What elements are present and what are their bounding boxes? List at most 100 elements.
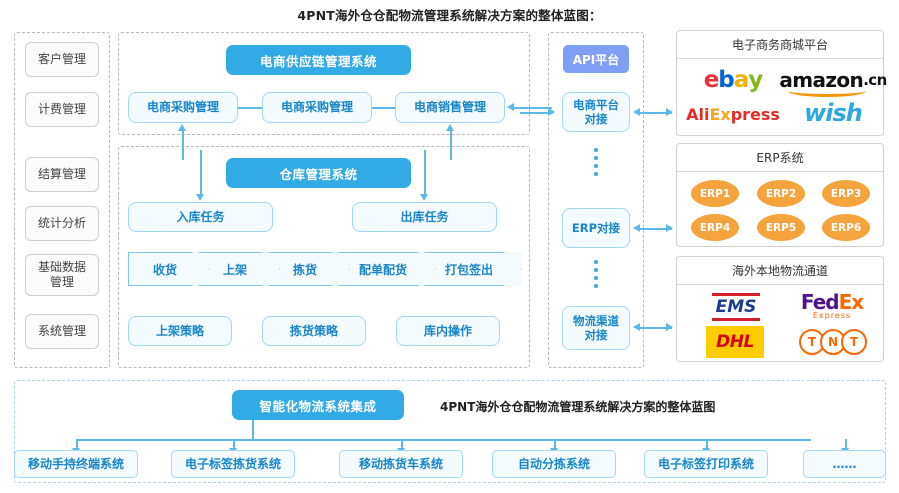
sidebar-item-settlement[interactable]: 结算管理 <box>25 157 99 192</box>
aliexpress-ex: Ex <box>709 104 731 124</box>
box-label: 入库任务 <box>176 209 225 224</box>
aliexpress-press: press <box>730 104 780 124</box>
sidebar-item-basic-data[interactable]: 基础数据管理 <box>25 254 99 296</box>
sidebar-item-label: 系统管理 <box>37 324 86 338</box>
logistics-channel-connector[interactable]: 物流渠道对接 <box>562 306 630 350</box>
panel-title: 电子商务商城平台 <box>677 31 883 59</box>
arrow-right-icon <box>666 223 673 232</box>
process-step-label: 上架 <box>222 262 247 277</box>
connector-line <box>514 107 552 109</box>
arrow-down-icon <box>420 194 428 201</box>
outbound-task-box[interactable]: 出库任务 <box>352 202 497 232</box>
fedex-ex: Ex <box>838 289 865 314</box>
sidebar-item-billing[interactable]: 计费管理 <box>25 92 99 127</box>
connector-line <box>706 439 708 450</box>
process-step-label: 打包签出 <box>444 262 493 277</box>
erp-item-3[interactable]: ERP3 <box>822 180 870 207</box>
box-label: 拣货策略 <box>289 323 338 338</box>
erp-item-4[interactable]: ERP4 <box>691 214 739 241</box>
erp-connector[interactable]: ERP对接 <box>562 208 630 248</box>
sidebar-item-statistics[interactable]: 统计分析 <box>25 206 99 241</box>
erp-item-6[interactable]: ERP6 <box>822 214 870 241</box>
arrow-left-icon <box>507 102 514 111</box>
bottom-container <box>14 380 886 483</box>
bottom-item-more[interactable]: …… <box>803 450 886 478</box>
erp-item-2[interactable]: ERP2 <box>757 180 805 207</box>
amazon-smile-icon <box>788 85 866 97</box>
arrow-right-icon <box>666 322 673 331</box>
box-label: 移动手持终端系统 <box>27 456 124 471</box>
sidebar-item-label: 计费管理 <box>37 102 86 116</box>
process-step-label: 拣货 <box>292 262 317 277</box>
shelving-strategy-box[interactable]: 上架策略 <box>128 316 232 346</box>
process-step-receiving[interactable]: 收货 <box>128 252 210 286</box>
arrow-left-icon <box>633 223 640 232</box>
connector-line <box>200 150 202 194</box>
connector-line <box>76 439 811 441</box>
erp-item-label: ERP3 <box>830 187 862 200</box>
process-step-order-allocation[interactable]: 配单配货 <box>338 252 436 286</box>
bottom-item-etag-picking[interactable]: 电子标签拣货系统 <box>171 450 295 478</box>
inbound-task-box[interactable]: 入库任务 <box>128 202 273 232</box>
arrow-up-icon <box>446 124 454 131</box>
ebay-letter-b: b <box>718 67 735 93</box>
ems-logo: EMS <box>697 293 775 321</box>
box-label: 自动分拣系统 <box>517 456 590 471</box>
warehouse-container <box>118 146 530 368</box>
process-step-shelving[interactable]: 上架 <box>198 252 280 286</box>
connector-line <box>233 439 235 450</box>
box-label: 电商销售管理 <box>413 100 486 114</box>
arrow-left-icon <box>633 322 640 331</box>
arrow-left-icon <box>633 107 640 116</box>
picking-strategy-box[interactable]: 拣货策略 <box>262 316 366 346</box>
logistics-panel: 海外本地物流通道 EMS FedEx Express DHL T N T <box>676 256 884 362</box>
api-platform-header: API平台 <box>563 45 629 73</box>
bottom-item-auto-sorting[interactable]: 自动分拣系统 <box>492 450 616 478</box>
connector-line <box>640 112 672 114</box>
warehouse-header: 仓库管理系统 <box>226 158 411 188</box>
bottom-item-etag-printing[interactable]: 电子标签打印系统 <box>644 450 768 478</box>
connector-line <box>554 439 556 450</box>
bottom-item-mobile-cart[interactable]: 移动拣货车系统 <box>339 450 463 478</box>
ebay-letter-a: a <box>733 67 750 93</box>
sidebar-item-label: 客户管理 <box>37 52 86 66</box>
process-step-packing-checkout[interactable]: 打包签出 <box>424 252 522 286</box>
dot-separator <box>594 260 598 288</box>
sidebar-item-system[interactable]: 系统管理 <box>25 314 99 349</box>
erp-item-label: ERP1 <box>699 187 731 200</box>
connector-line <box>640 228 672 230</box>
fedex-logo: FedEx Express <box>789 289 875 323</box>
page-title: 4PNT海外仓仓配物流管理系统解决方案的整体蓝图： <box>297 8 602 23</box>
api-container <box>548 32 644 368</box>
sales-management-box[interactable]: 电商销售管理 <box>395 92 505 123</box>
process-step-picking[interactable]: 拣货 <box>268 252 350 286</box>
sidebar-item-customer[interactable]: 客户管理 <box>25 42 99 77</box>
dhl-wordmark: DHL <box>706 326 764 358</box>
erp-item-5[interactable]: ERP5 <box>757 214 805 241</box>
box-label: 电商平台对接 <box>573 97 619 126</box>
in-warehouse-operation-box[interactable]: 库内操作 <box>396 316 500 346</box>
ecommerce-platform-connector[interactable]: 电商平台对接 <box>562 92 630 132</box>
erp-item-1[interactable]: ERP1 <box>691 180 739 207</box>
purchase-management-box-1[interactable]: 电商采购管理 <box>128 92 238 123</box>
bottom-item-mobile-terminal[interactable]: 移动手持终端系统 <box>14 450 138 478</box>
purchase-management-box-2[interactable]: 电商采购管理 <box>262 92 372 123</box>
fedex-express-sub: Express <box>812 310 852 320</box>
arrow-up-icon <box>178 124 186 131</box>
connector-line <box>424 150 426 194</box>
erp-item-label: ERP4 <box>699 221 731 234</box>
supply-chain-header: 电商供应链管理系统 <box>226 45 411 75</box>
box-label: 电商采购管理 <box>280 100 353 114</box>
erp-panel: ERP系统 ERP1 ERP2 ERP3 ERP4 ERP5 ERP6 <box>676 143 884 247</box>
arrow-right-icon <box>666 107 673 116</box>
connector-line <box>76 439 78 450</box>
arrow-down-icon <box>196 194 204 201</box>
box-label: …… <box>832 456 857 471</box>
process-step-label: 配单配货 <box>358 262 407 277</box>
tnt-letter-n: N <box>820 329 846 355</box>
connector-line <box>845 439 847 450</box>
ems-wordmark: EMS <box>711 293 761 321</box>
box-label: 电商采购管理 <box>146 100 219 114</box>
